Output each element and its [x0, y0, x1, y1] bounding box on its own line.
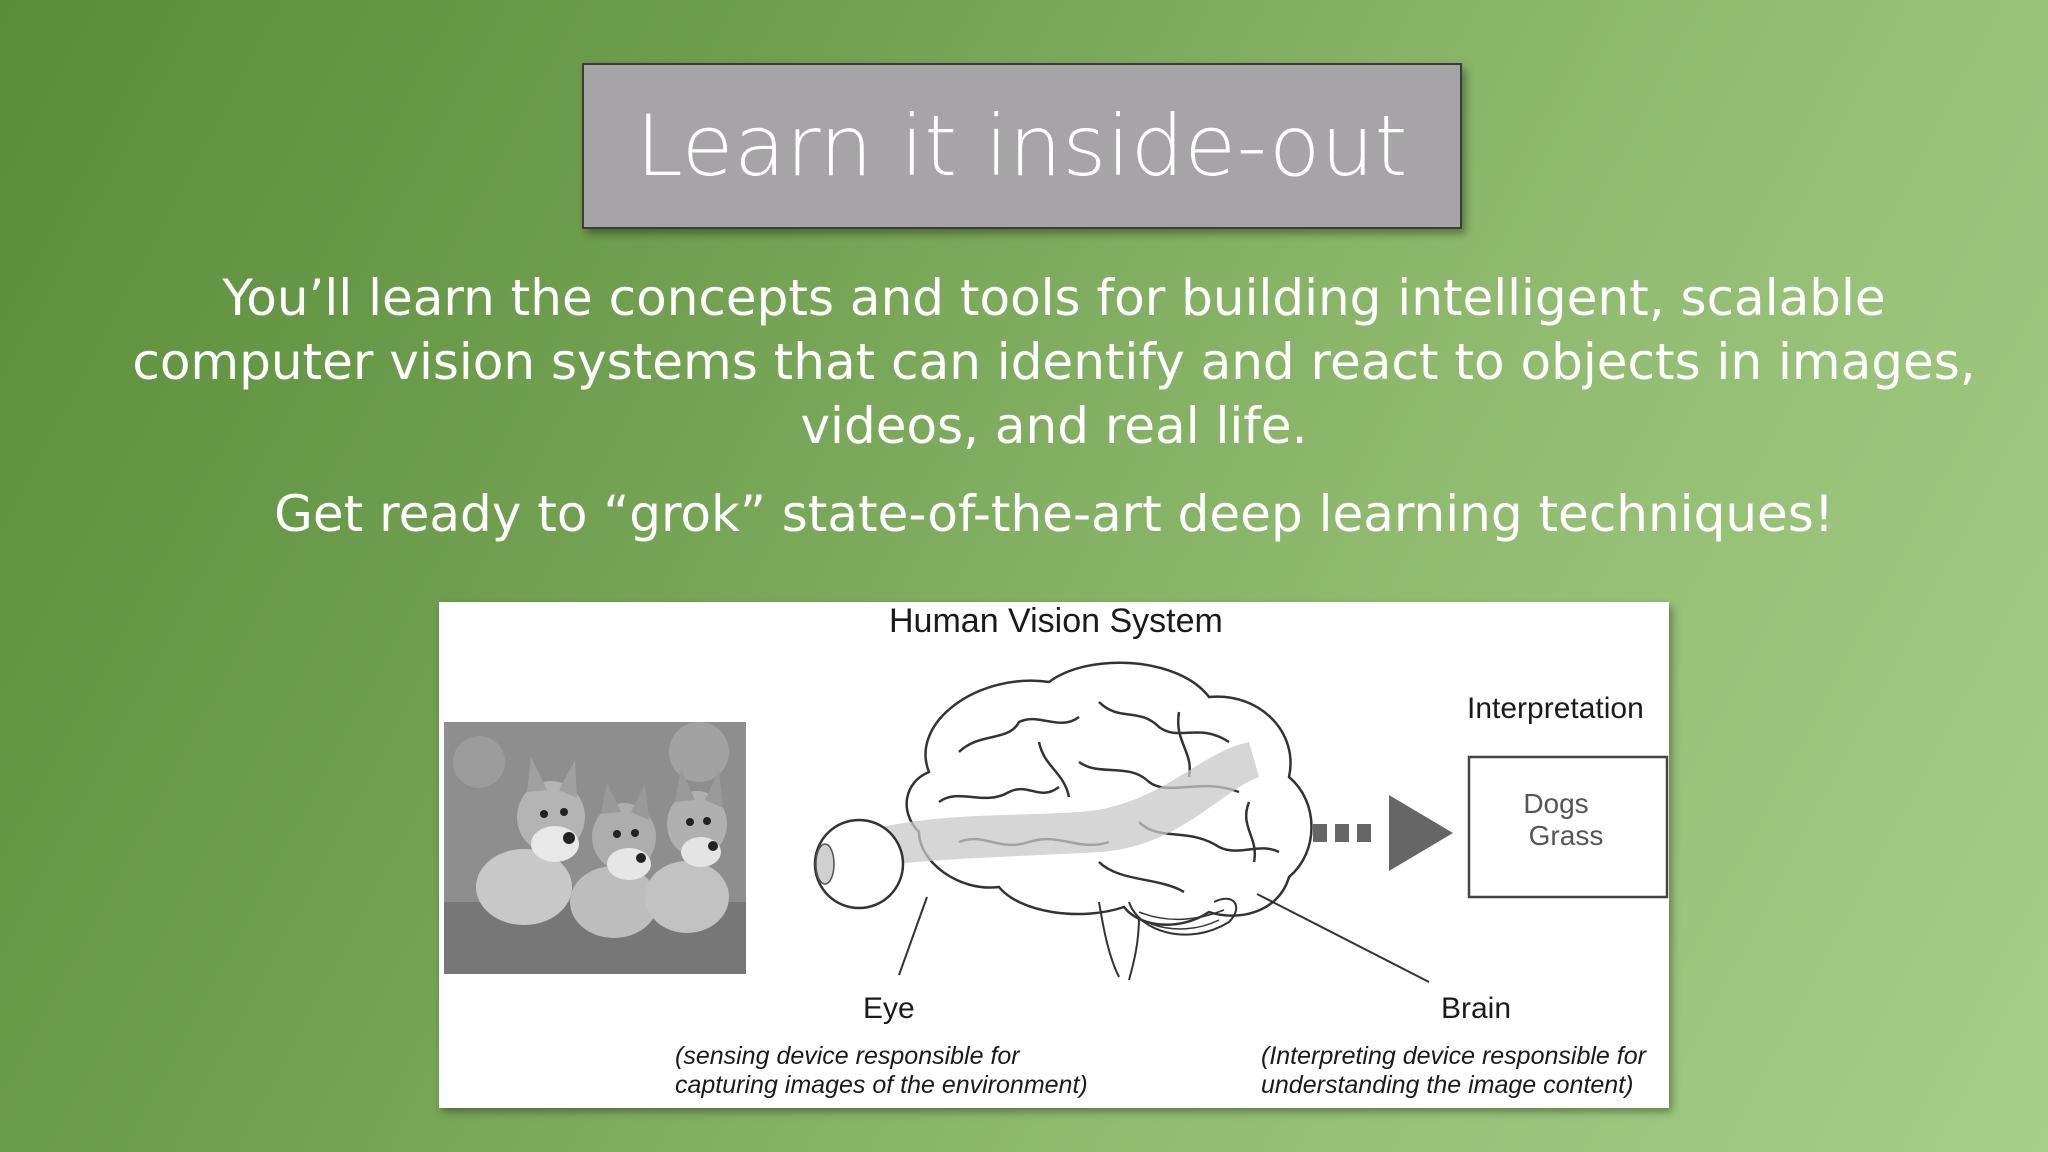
brain-pointer-line — [1256, 893, 1430, 983]
intro-line-3: videos, and real life. — [800, 397, 1308, 455]
interpretation-label: Interpretation — [1467, 692, 1644, 725]
arrow-icon — [1313, 795, 1453, 871]
interpretation-item-grass: Grass — [1528, 820, 1604, 851]
brain-illustration — [905, 661, 1313, 981]
interpretation-box — [1467, 755, 1669, 899]
brain-description-line-1: (Interpreting device responsible for — [1261, 1042, 1646, 1070]
title-box: Learn it inside-out — [582, 63, 1462, 229]
slide-title: Learn it inside-out — [635, 97, 1409, 195]
intro-paragraph: You’ll learn the concepts and tools for … — [120, 266, 1988, 458]
intro-line-1: You’ll learn the concepts and tools for … — [222, 269, 1886, 327]
eye-description-line-2: capturing images of the environment) — [675, 1071, 1088, 1099]
eye-description: (sensing device responsible for capturin… — [675, 1042, 1088, 1100]
eye-description-line-1: (sensing device responsible for — [675, 1042, 1020, 1070]
dogs-photo — [444, 722, 746, 974]
figure-title: Human Vision System — [889, 602, 1223, 640]
interpretation-item-dogs: Dogs — [1523, 788, 1589, 819]
visual-pathway — [859, 742, 1259, 867]
intro-line-2: computer vision systems that can identif… — [132, 333, 1976, 391]
figure-drawing — [444, 661, 1669, 983]
brain-description-line-2: understanding the image content) — [1261, 1071, 1634, 1099]
human-vision-figure: Human Vision System Interpretation Dogs … — [439, 602, 1669, 1108]
eye-label: Eye — [863, 992, 915, 1025]
brain-label: Brain — [1441, 992, 1512, 1025]
brain-description: (Interpreting device responsible for und… — [1261, 1042, 1646, 1100]
eyeball-illustration — [813, 818, 905, 910]
grok-paragraph: Get ready to “grok” state-of-the-art dee… — [274, 485, 1834, 543]
eye-pointer-line — [898, 896, 928, 976]
